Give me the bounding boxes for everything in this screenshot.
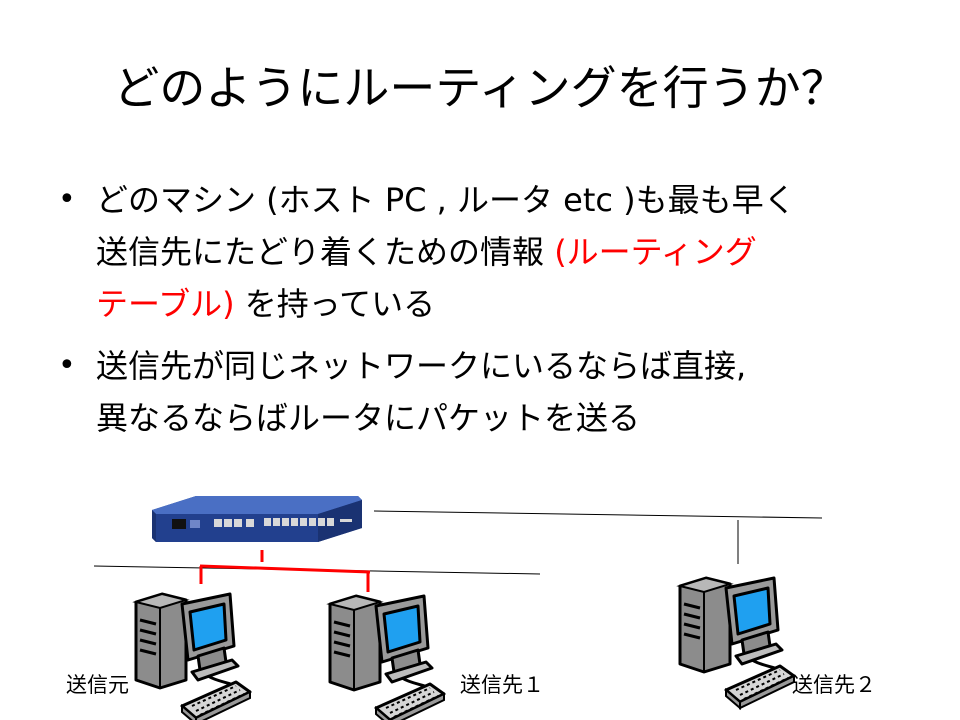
bullet-line: どのマシン (ホスト PC , ルータ etc )も最も早く — [96, 174, 918, 226]
bullet-text: 送信先にたどり着くための情報 — [96, 233, 555, 271]
label-dest1: 送信先１ — [460, 673, 544, 697]
computer-icon-dest2 — [678, 576, 796, 710]
slide-title: どのようにルーティングを行うか？ — [113, 61, 847, 115]
bullet-text-highlight: (ルーティング — [554, 233, 757, 271]
network-link — [373, 510, 823, 519]
computer-icon-dest1 — [328, 594, 446, 720]
label-dest2: 送信先２ — [792, 673, 876, 697]
bullet-line: テーブル) を持っている — [96, 278, 918, 330]
bullet-marker: • — [58, 348, 76, 383]
bullet-text: を持っている — [234, 285, 436, 323]
bullet-text: 送信先が同じネットワークにいるならば直接, — [96, 347, 747, 385]
highlight-link — [199, 564, 371, 574]
bullet-line: 異なるならばルータにパケットを送る — [96, 392, 918, 444]
bullet-line: 送信先にたどり着くための情報 (ルーティング — [96, 226, 918, 278]
computer-icon-source — [134, 592, 252, 720]
bullet-text: 異なるならばルータにパケットを送る — [96, 399, 641, 437]
bullet-item-routing-table: • どのマシン (ホスト PC , ルータ etc )も最も早く 送信先にたどり… — [58, 174, 918, 330]
bullet-list: • どのマシン (ホスト PC , ルータ etc )も最も早く 送信先にたどり… — [58, 174, 918, 454]
bullet-text-highlight: テーブル) — [96, 285, 235, 323]
bullet-marker: • — [58, 182, 76, 217]
bullet-text: どのマシン (ホスト PC , ルータ etc )も最も早く — [96, 181, 796, 219]
label-source: 送信元 — [66, 673, 129, 697]
bullet-item-forwarding: • 送信先が同じネットワークにいるならば直接, 異なるならばルータにパケットを送… — [58, 340, 918, 444]
bullet-line: 送信先が同じネットワークにいるならば直接, — [96, 340, 918, 392]
router-icon — [152, 496, 362, 542]
